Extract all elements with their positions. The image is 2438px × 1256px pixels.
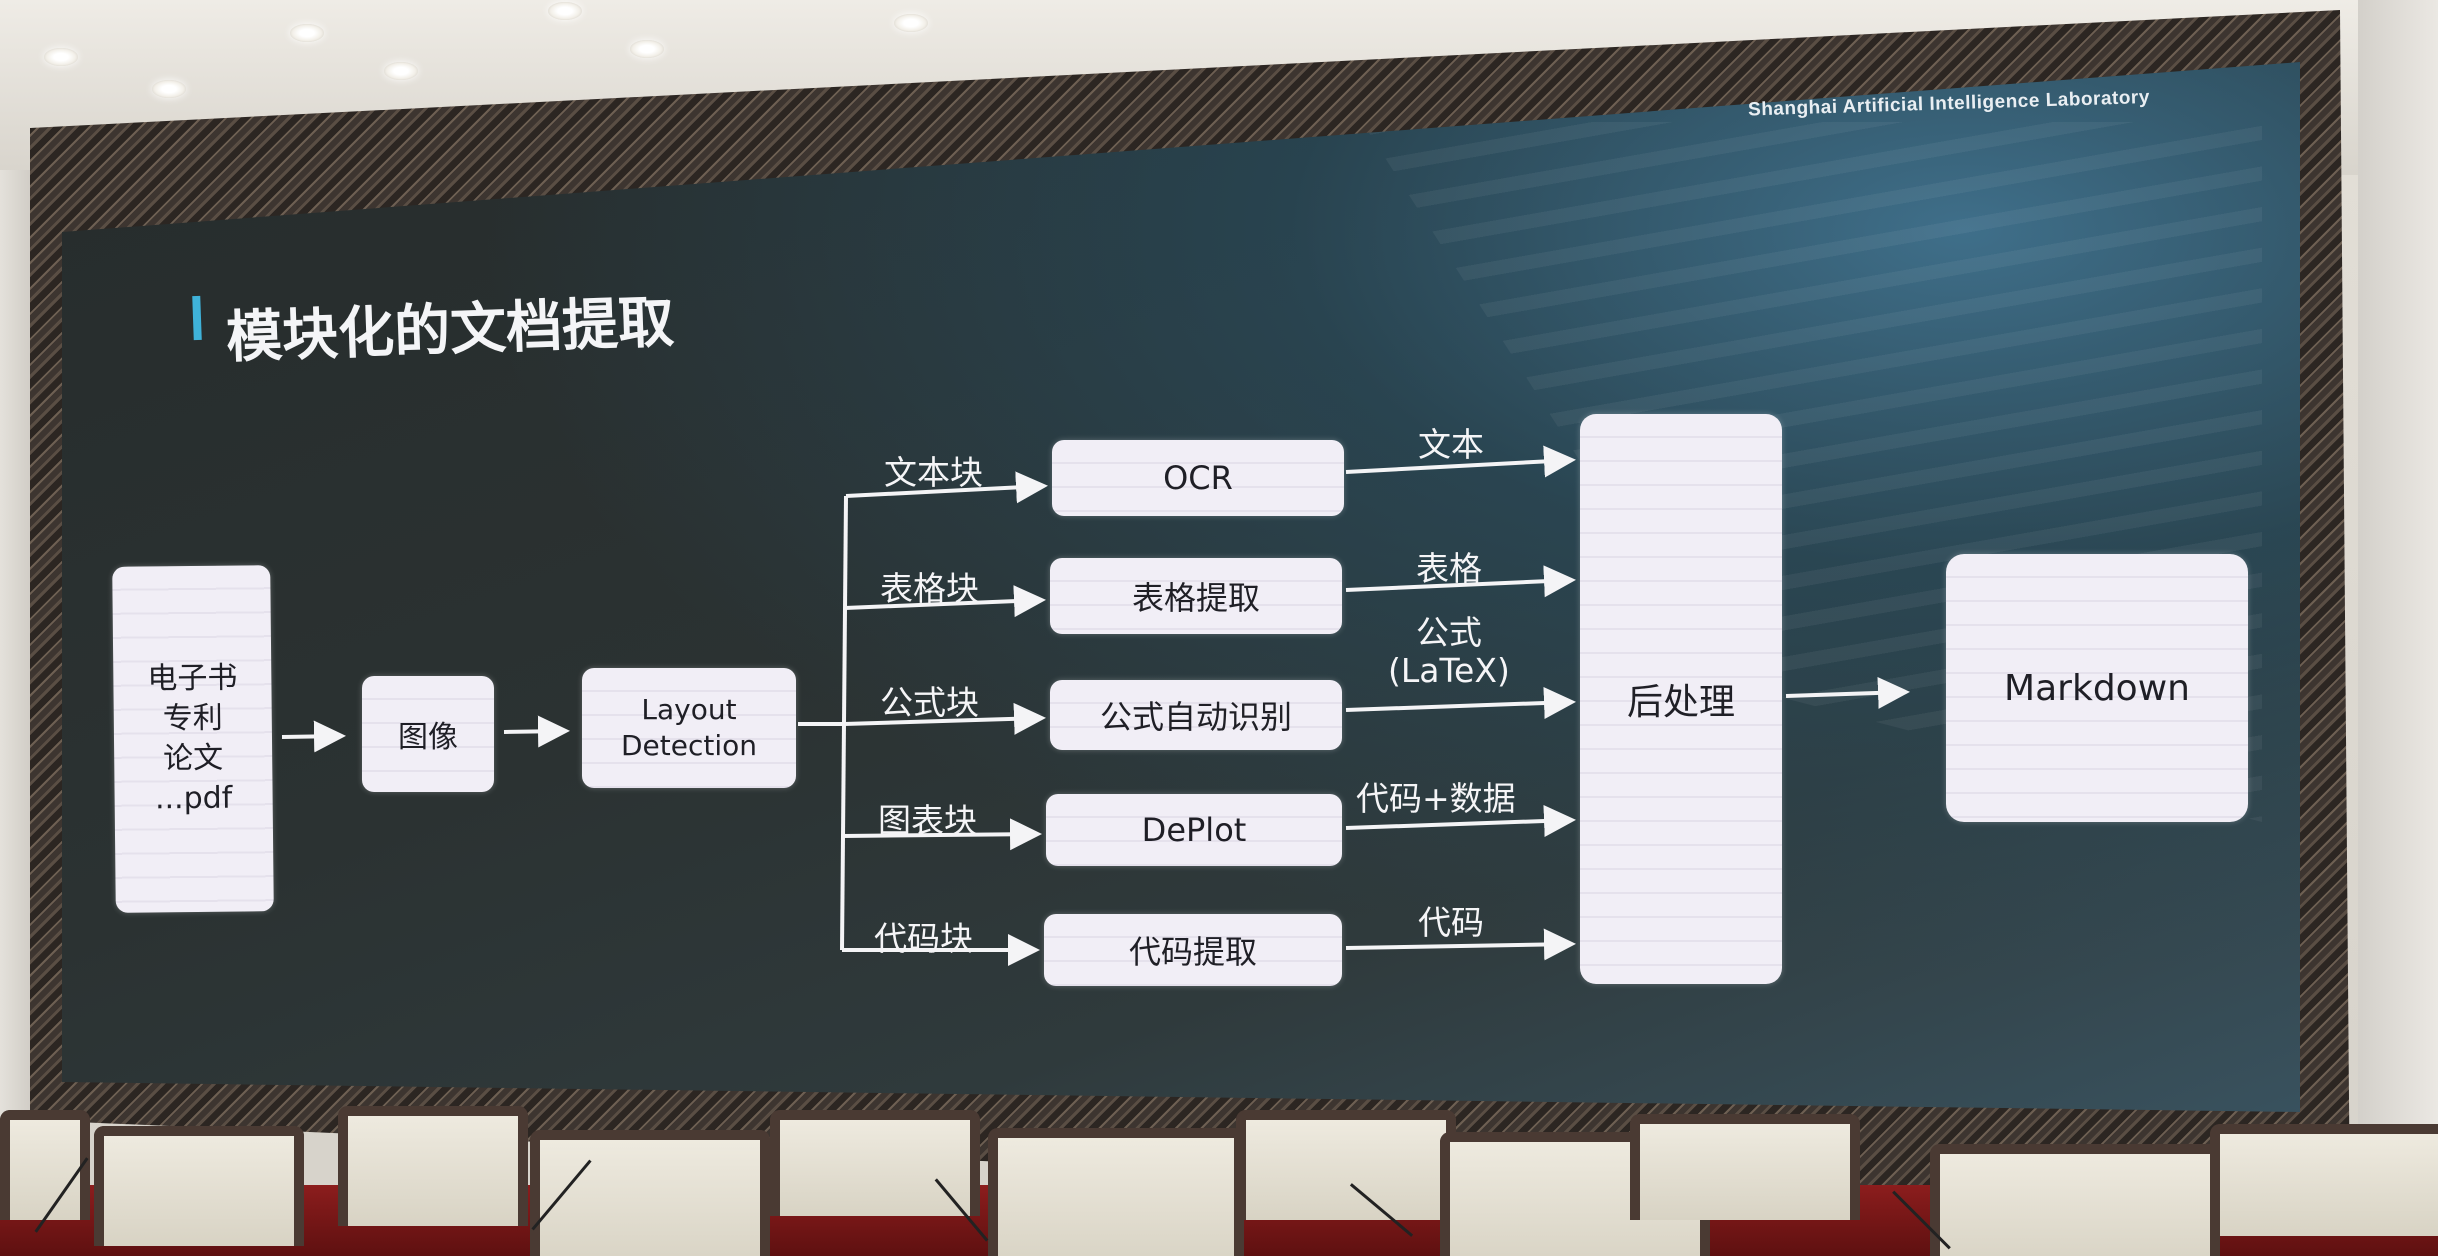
output-label-text: 文本 (1418, 425, 1484, 464)
module-box-code: 代码提取 (1044, 914, 1342, 986)
chair (94, 1126, 304, 1246)
markdown-label: Markdown (2004, 667, 2190, 709)
chair (1236, 1110, 1456, 1220)
input-doc-line: ...pdf (154, 780, 233, 817)
chair (1630, 1114, 1860, 1220)
module-box-ocr: OCR (1052, 440, 1344, 516)
module-label: OCR (1163, 459, 1233, 497)
image-box-label: 图像 (398, 720, 458, 755)
output-label-chart: 代码+数据 (1356, 779, 1516, 818)
image-box: 图像 (362, 676, 494, 792)
chair (1930, 1144, 2220, 1256)
post-process-box: 后处理 (1580, 414, 1782, 984)
module-label: 公式自动识别 (1099, 698, 1292, 736)
input-doc-line: 电子书 (147, 660, 238, 697)
input-doc-line: 论文 (163, 740, 224, 777)
ceiling-light (894, 14, 928, 32)
title-accent-bar (192, 295, 202, 341)
markdown-box: Markdown (1946, 554, 2248, 822)
post-process-label: 后处理 (1626, 682, 1735, 723)
output-label-code: 代码 (1418, 903, 1484, 942)
ceiling-light (630, 40, 664, 58)
input-doc-line: 专利 (162, 700, 223, 737)
ceiling-light (548, 2, 582, 20)
module-box-formula: 公式自动识别 (1050, 680, 1342, 750)
branch-label-text: 文本块 (884, 453, 983, 492)
output-label-formula: 公式 (LaTeX) (1388, 613, 1510, 690)
layout-detection-line: Detection (620, 729, 758, 762)
chair (530, 1130, 770, 1256)
layout-detection-box: Layout Detection (582, 668, 796, 788)
module-label: 代码提取 (1128, 933, 1257, 971)
module-box-deplot: DePlot (1046, 794, 1342, 866)
branch-label-formula: 公式块 (880, 683, 979, 722)
chair (0, 1110, 90, 1220)
right-wall (2358, 0, 2438, 1256)
chair (338, 1106, 528, 1226)
chair (988, 1128, 1244, 1256)
ceiling-light (384, 62, 418, 80)
ceiling-light (44, 48, 78, 66)
module-label: 表格提取 (1131, 579, 1260, 617)
slide-title: 模块化的文档提取 (225, 290, 676, 371)
branch-label-code: 代码块 (874, 919, 973, 958)
layout-detection-line: Layout (641, 693, 737, 726)
module-label: DePlot (1141, 811, 1247, 849)
module-box-table: 表格提取 (1050, 558, 1342, 634)
ceiling-light (152, 80, 186, 98)
input-doc-box: 电子书 专利 论文 ...pdf (112, 565, 274, 913)
chair (2210, 1124, 2438, 1236)
branch-label-chart: 图表块 (878, 801, 977, 840)
branch-label-table: 表格块 (880, 569, 979, 608)
auditorium-seats (0, 1080, 2438, 1256)
output-label-table: 表格 (1416, 549, 1482, 588)
chair (770, 1110, 980, 1216)
ceiling-light (290, 24, 324, 42)
